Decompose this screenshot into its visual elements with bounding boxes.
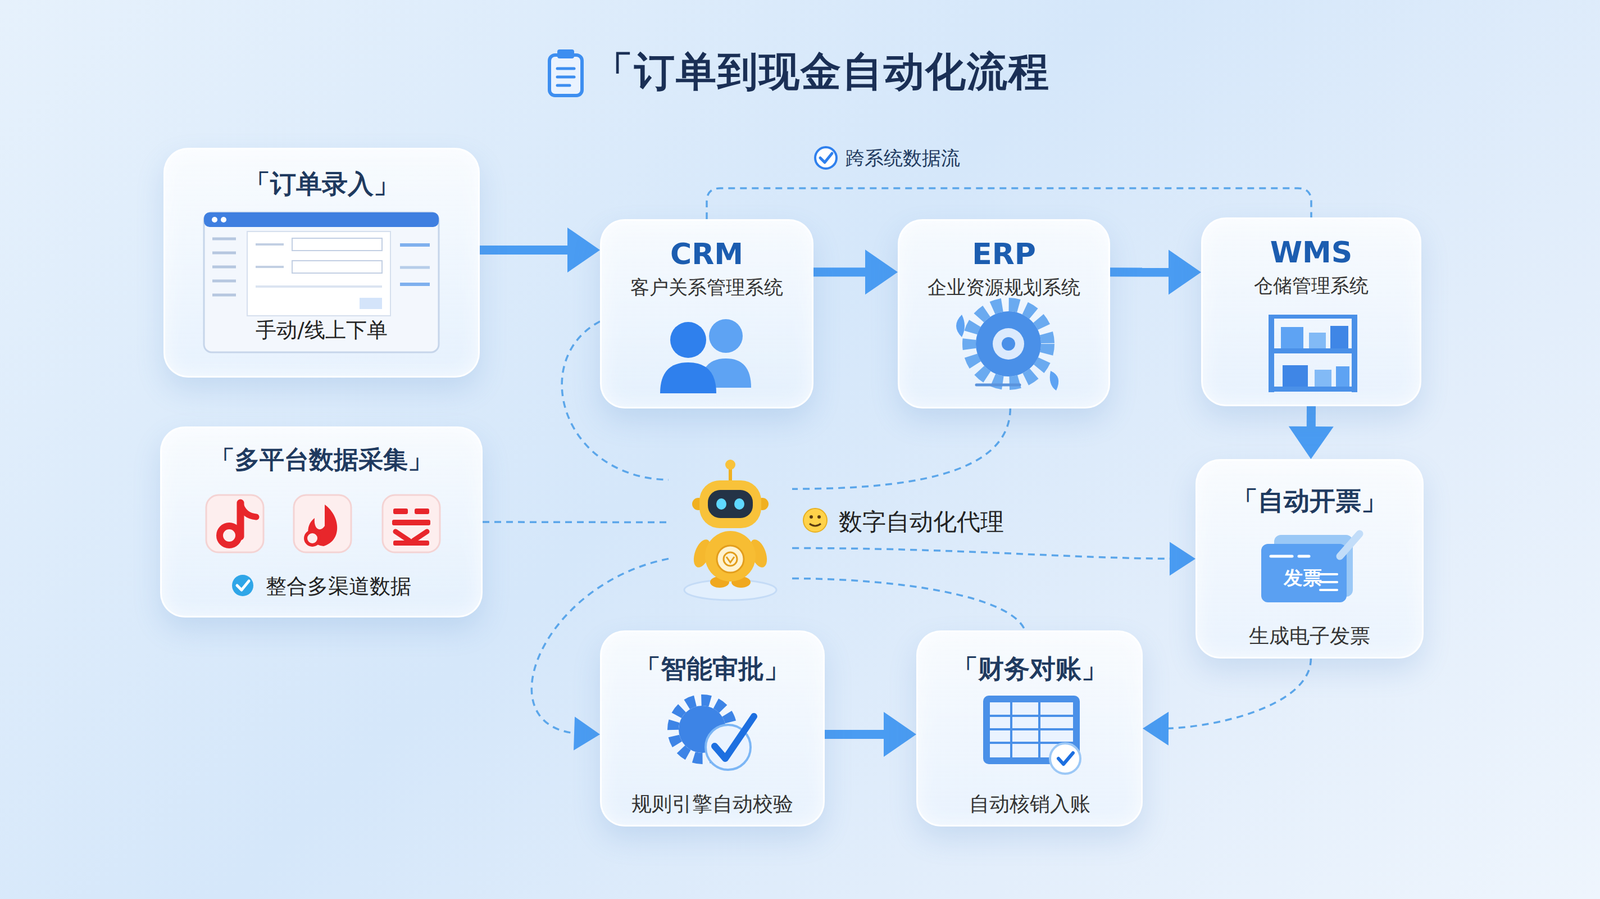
connector-line — [792, 547, 1178, 559]
gear-icon — [956, 304, 1059, 391]
arrow-head — [865, 249, 898, 295]
dashed-connector — [792, 578, 1025, 631]
flow-arrow — [1288, 406, 1334, 459]
node-heading: 数字自动化代理 — [838, 507, 1004, 536]
arrow-head — [1288, 426, 1334, 459]
people-icon — [660, 319, 752, 394]
node-body: 整合多渠道数据 — [161, 574, 481, 599]
node-body: 仓储管理系统 — [1202, 274, 1420, 298]
invoice-icon — [1261, 533, 1360, 603]
arrow-head — [1142, 711, 1169, 746]
process-card: 「财务对账」自动核销入账 — [916, 630, 1143, 827]
shelf-icon — [1268, 314, 1358, 393]
arrow-head — [573, 716, 600, 750]
system-card: ERP 企业资源规划系统 — [897, 219, 1111, 409]
node-heading: 「自动开票」 — [1197, 485, 1422, 517]
node-heading: 「财务对账」 — [917, 653, 1142, 685]
connector-line — [1160, 658, 1311, 729]
node-heading: 「多平台数据采集」 — [161, 444, 481, 475]
connector-line — [792, 578, 1025, 631]
connector-line — [1110, 267, 1179, 277]
check-badge — [232, 574, 254, 597]
node-body: 规则引擎自动校验 — [601, 791, 824, 816]
flow-arrow — [813, 249, 898, 295]
node-body: 手动/线上下单 — [165, 317, 479, 343]
connector-line — [706, 188, 1312, 220]
arrow-head — [1168, 249, 1202, 295]
node-heading: ERP — [899, 236, 1109, 272]
flow-arrow — [479, 227, 600, 273]
collect-card: 「多平台数据采集」整合多渠道数据 — [160, 426, 483, 618]
smiley-icon — [803, 508, 827, 533]
connector-line — [482, 520, 669, 524]
approval-icon — [673, 700, 754, 770]
robot-figure — [684, 459, 777, 600]
arrow-head — [883, 711, 917, 757]
ledger-icon — [983, 695, 1081, 774]
check-ring — [815, 147, 837, 169]
flow-arrow — [1110, 249, 1202, 295]
dashed-connector — [792, 541, 1196, 576]
node-heading: CRM — [601, 236, 812, 272]
edge-label: 跨系统数据流 — [845, 145, 961, 172]
dashed-connector — [792, 408, 1011, 489]
node-body: 生成电子发票 — [1197, 623, 1422, 648]
icon-label: 发票 — [1283, 565, 1322, 592]
connector-line — [824, 729, 894, 739]
process-card: 「自动开票」生成电子发票 — [1195, 458, 1424, 659]
system-card: CRM 客户关系管理系统 — [600, 219, 814, 409]
dashed-connector — [1142, 658, 1311, 746]
clipboard-icon — [549, 49, 583, 96]
diagram-title: 「订单到现金自动化流程 — [592, 44, 1050, 99]
node-body: 客户关系管理系统 — [601, 275, 812, 299]
connector-line — [479, 245, 577, 255]
node-body: 自动核销入账 — [917, 791, 1142, 816]
connector-line — [792, 408, 1011, 489]
arrow-head — [567, 227, 600, 273]
input-card: 「订单录入」手动/线上下单 — [163, 147, 480, 378]
form-mockup — [203, 212, 439, 353]
agent-figure: 数字自动化代理 — [668, 449, 793, 602]
node-body: 企业资源规划系统 — [899, 275, 1109, 299]
platform-icons — [206, 494, 440, 553]
system-card: WMS 仓储管理系统 — [1201, 217, 1422, 407]
node-heading: WMS — [1202, 234, 1420, 270]
node-heading: 「订单录入」 — [165, 168, 479, 200]
dashed-connector — [706, 188, 1312, 220]
arrow-head — [1169, 541, 1196, 576]
dashed-connector — [482, 521, 669, 524]
node-heading: 「智能审批」 — [601, 653, 824, 685]
flow-arrow — [824, 711, 917, 757]
process-card: 「智能审批」规则引擎自动校验 — [600, 630, 825, 827]
